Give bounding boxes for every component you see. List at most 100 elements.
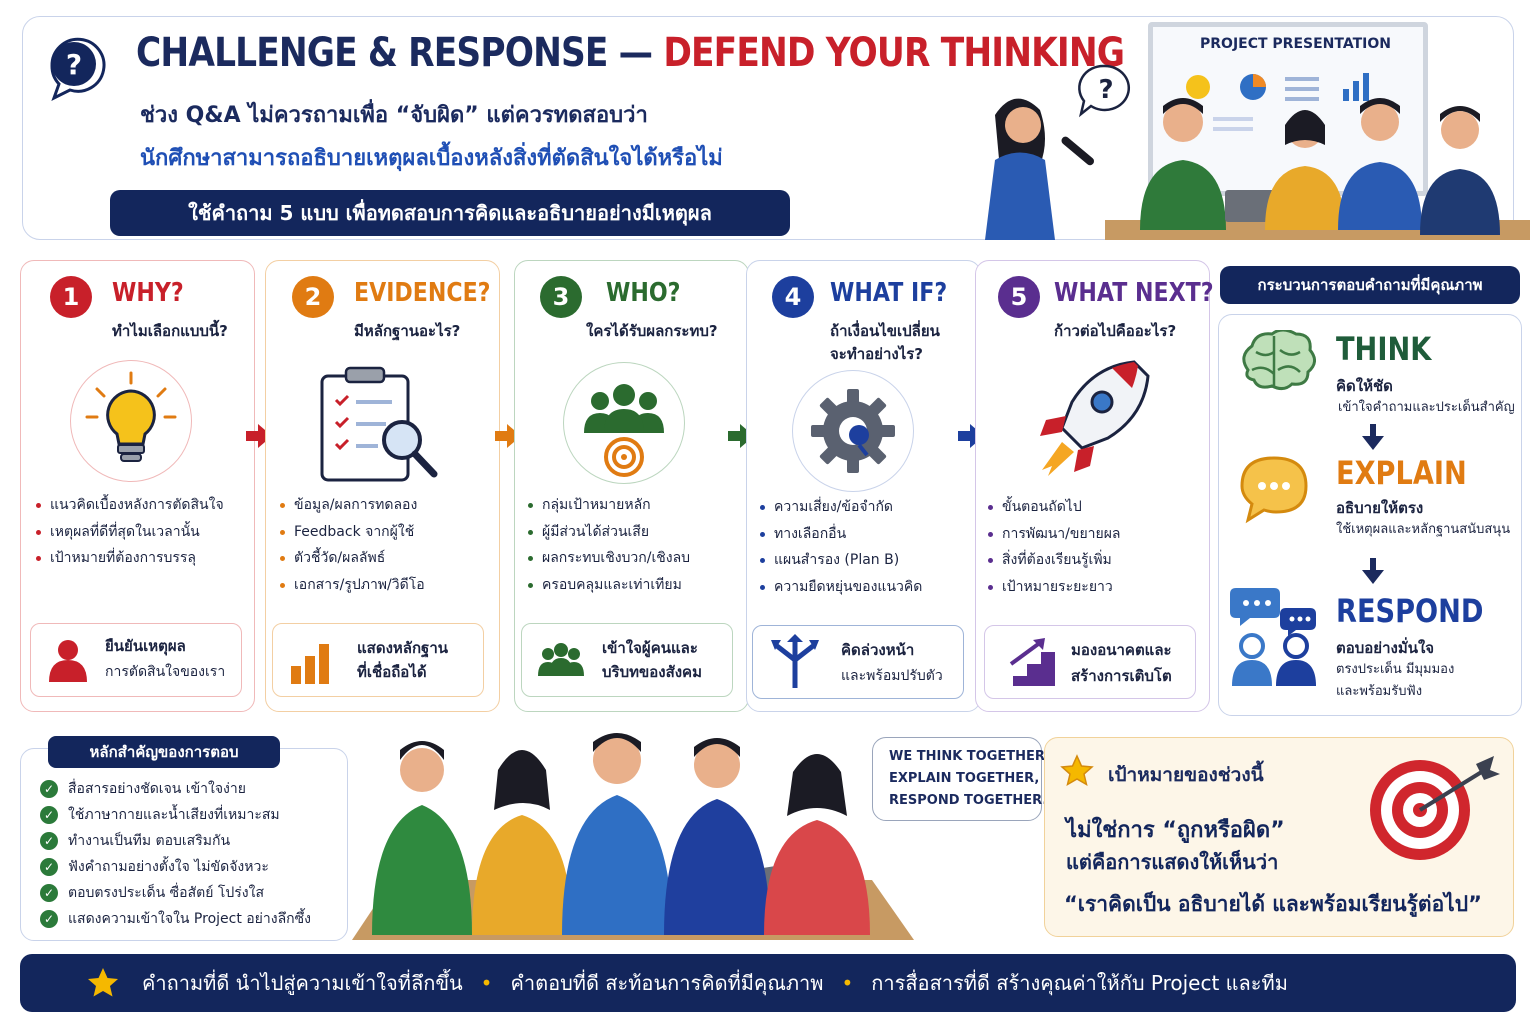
list-item: กลุ่มเป้าหมายหลัก: [526, 492, 690, 519]
card-why-box-line2: การตัดสินใจของเรา: [105, 664, 226, 680]
process-step-explain-desc: ใช้เหตุผลและหลักฐานสนับสนุน: [1336, 522, 1511, 537]
list-item: สิ่งที่ต้องเรียนรู้เพิ่ม: [986, 547, 1121, 574]
card-what-if-number: 4: [772, 276, 814, 318]
bubble-line-3: RESPOND TOGETHER.: [889, 793, 1048, 808]
list-item: การพัฒนา/ขยายผล: [986, 521, 1121, 548]
lightbulb-icon: [85, 371, 177, 462]
card-what-if-box-line1: คิดล่วงหน้า: [841, 641, 915, 659]
list-item: ตัวชี้วัด/ผลลัพธ์: [278, 545, 425, 572]
card-what-next-question: WHAT NEXT?: [1054, 278, 1214, 308]
list-item: Feedback จากผู้ใช้: [278, 519, 425, 546]
card-what-next-box-line2: สร้างการเติบโต: [1071, 667, 1172, 685]
check-icon: ✓: [40, 858, 58, 876]
arrow-down-2-icon: [1362, 558, 1384, 584]
card-evidence-question: EVIDENCE?: [354, 278, 491, 308]
card-why-icon-circle: [70, 360, 192, 482]
principles-title: หลักสำคัญของการตอบ: [48, 736, 280, 768]
team-speech-bubble: WE THINK TOGETHER, EXPLAIN TOGETHER, RES…: [872, 737, 1050, 821]
question-bubble-icon: ?: [38, 26, 118, 106]
process-step-respond-sub: ตอบอย่างมั่นใจ: [1336, 639, 1435, 657]
footer-dot: •: [480, 971, 493, 995]
card-why-box-line1: ยืนยันเหตุผล: [105, 637, 186, 655]
check-icon: ✓: [40, 806, 58, 824]
svg-text:?: ?: [66, 48, 82, 81]
card-evidence-subtitle: มีหลักฐานอะไร?: [354, 322, 461, 340]
card-what-next-number: 5: [998, 276, 1040, 318]
process-step-explain-sub: อธิบายให้ตรง: [1336, 499, 1424, 517]
thought-bubble-icon: ?: [1076, 62, 1134, 118]
list-item: ✓ทำงานเป็นทีม ตอบเสริมกัน: [40, 828, 311, 854]
bar-chart-icon: [291, 644, 329, 684]
list-item: ทางเลือกอื่น: [758, 521, 922, 548]
card-who-question: WHO?: [606, 278, 681, 308]
process-step-think-sub: คิดให้ชัด: [1336, 377, 1393, 395]
list-item: ผลกระทบเชิงบวก/เชิงลบ: [526, 545, 690, 572]
card-why-number: 1: [50, 276, 92, 318]
group-icon: [538, 643, 584, 676]
footer-item-2: คำตอบที่ดี สะท้อนการคิดที่มีคุณภาพ: [510, 971, 824, 995]
title-part-1: CHALLENGE & RESPONSE —: [136, 30, 653, 76]
process-step-respond-desc-2: และพร้อมรับฟัง: [1336, 684, 1423, 699]
subtitle-line-1: ช่วง Q&A ไม่ควรถามเพื่อ “จับผิด” แต่ควรท…: [140, 103, 648, 128]
card-why-box: ยืนยันเหตุผล การตัดสินใจของเรา: [30, 623, 242, 697]
card-why-subtitle: ทำไมเลือกแบบนี้?: [112, 322, 228, 340]
brain-icon: [1234, 328, 1316, 400]
check-icon: ✓: [40, 780, 58, 798]
process-step-think-desc: เข้าใจคำถามและประเด็นสำคัญ: [1338, 400, 1515, 415]
list-item: ✓ใช้ภาษากายและน้ำเสียงที่เหมาะสม: [40, 802, 311, 828]
list-item: ข้อมูล/ผลการทดลอง: [278, 492, 425, 519]
star-icon: [86, 966, 120, 1000]
list-item: ✓แสดงความเข้าใจใน Project อย่างลึกซึ้ง: [40, 906, 311, 932]
header-banner: ใช้คำถาม 5 แบบ เพื่อทดสอบการคิดและอธิบาย…: [110, 190, 790, 236]
footer-item-3: การสื่อสารที่ดี สร้างคุณค่าให้กับ Projec…: [871, 971, 1288, 995]
star-icon: [1060, 754, 1094, 788]
gear-question-icon: [811, 389, 895, 473]
process-step-respond-desc: ตรงประเด็น มีมุมมอง: [1336, 662, 1455, 677]
card-who-subtitle: ใครได้รับผลกระทบ?: [586, 322, 718, 340]
rocket-icon: [1030, 356, 1150, 486]
principles-list: ✓สื่อสารอย่างชัดเจน เข้าใจง่าย ✓ใช้ภาษาก…: [40, 776, 311, 932]
list-item: ครอบคลุมและเท่าเทียม: [526, 572, 690, 599]
chat-bubble-icon: [1238, 454, 1312, 524]
list-item: แผนสำรอง (Plan B): [758, 547, 922, 574]
check-icon: ✓: [40, 884, 58, 902]
list-item: ✓สื่อสารอย่างชัดเจน เข้าใจง่าย: [40, 776, 311, 802]
people-chat-icon: [1230, 580, 1318, 690]
goal-line-3: “เราคิดเป็น อธิบายได้ และพร้อมเรียนรู้ต่…: [1064, 892, 1482, 916]
card-what-next-box-line1: มองอนาคตและ: [1071, 641, 1172, 659]
footer-item-1: คำถามที่ดี นำไปสู่ความเข้าใจที่ลึกขึ้น: [142, 971, 463, 995]
growth-steps-icon: [1003, 638, 1055, 686]
list-item: ✓ฟังคำถามอย่างตั้งใจ ไม่ขัดจังหวะ: [40, 854, 311, 880]
list-item: แนวคิดเบื้องหลังการตัดสินใจ: [34, 492, 224, 519]
card-what-if-bullets: ความเสี่ยง/ข้อจำกัด ทางเลือกอื่น แผนสำรอ…: [758, 494, 922, 600]
card-who-box-line2: บริบทของสังคม: [602, 663, 702, 681]
target-icon: [1358, 752, 1504, 862]
person-icon: [49, 640, 87, 682]
presentation-scene: [955, 80, 1530, 240]
process-step-respond-head: RESPOND: [1336, 592, 1484, 630]
thought-bubble-mark: ?: [1098, 75, 1113, 105]
page-title: CHALLENGE & RESPONSE — DEFEND YOUR THINK…: [136, 30, 1125, 76]
card-who-box: เข้าใจผู้คนและ บริบทของสังคม: [521, 623, 733, 697]
card-who-number: 3: [540, 276, 582, 318]
arrow-down-1-icon: [1362, 424, 1384, 450]
card-evidence-box-line1: แสดงหลักฐาน: [357, 639, 449, 657]
list-item: เป้าหมายที่ต้องการบรรลุ: [34, 545, 224, 572]
card-what-next-bullets: ขั้นตอนถัดไป การพัฒนา/ขยายผล สิ่งที่ต้อง…: [986, 494, 1121, 600]
card-what-next-subtitle: ก้าวต่อไปคืออะไร?: [1054, 322, 1177, 340]
list-item: เอกสาร/รูปภาพ/วิดีโอ: [278, 572, 425, 599]
bubble-line-1: WE THINK TOGETHER,: [889, 749, 1051, 764]
card-evidence-box: แสดงหลักฐาน ที่เชื่อถือได้: [272, 623, 484, 697]
check-icon: ✓: [40, 832, 58, 850]
list-item: ขั้นตอนถัดไป: [986, 494, 1121, 521]
footer-banner: คำถามที่ดี นำไปสู่ความเข้าใจที่ลึกขึ้น •…: [20, 954, 1516, 1012]
footer-dot: •: [841, 971, 854, 995]
list-item: ความยืดหยุ่นของแนวคิด: [758, 574, 922, 601]
list-item: เป้าหมายระยะยาว: [986, 574, 1121, 601]
process-step-think-head: THINK: [1336, 330, 1432, 368]
goal-line-2: แต่คือการแสดงให้เห็นว่า: [1066, 850, 1279, 874]
bubble-line-2: EXPLAIN TOGETHER,: [889, 771, 1040, 786]
team-illustration: [352, 730, 914, 940]
goal-title: เป้าหมายของช่วงนี้: [1108, 764, 1264, 786]
card-evidence-number: 2: [292, 276, 334, 318]
